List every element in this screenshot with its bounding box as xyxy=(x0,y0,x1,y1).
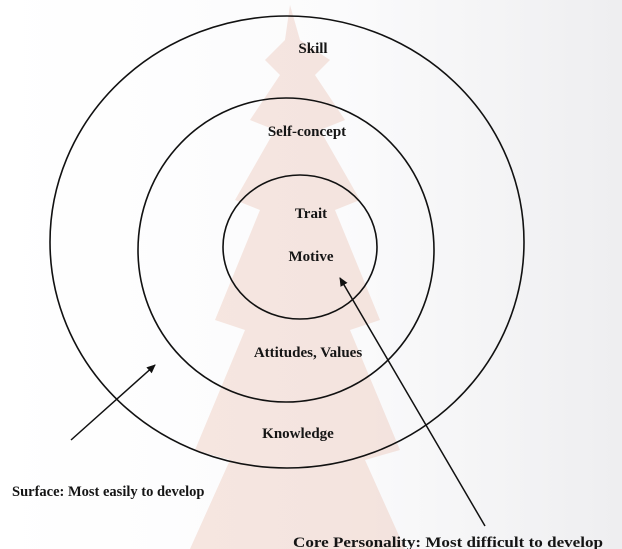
surface-arrow xyxy=(70,364,156,441)
annotation-surface: Surface: Most easily to develop xyxy=(12,484,205,500)
outer-ring xyxy=(49,15,525,469)
core-ring xyxy=(222,174,378,320)
label-motive: Motive xyxy=(289,249,334,265)
label-self-concept: Self-concept xyxy=(268,124,346,140)
middle-ring xyxy=(137,97,435,403)
label-attitudes-values: Attitudes, Values xyxy=(254,345,363,361)
background-watermark xyxy=(190,5,405,549)
label-skill: Skill xyxy=(298,41,327,57)
label-knowledge: Knowledge xyxy=(262,426,334,442)
label-trait: Trait xyxy=(295,206,327,222)
annotation-core-personality: Core Personality: Most difficult to deve… xyxy=(293,535,603,549)
core-arrow xyxy=(339,277,486,527)
